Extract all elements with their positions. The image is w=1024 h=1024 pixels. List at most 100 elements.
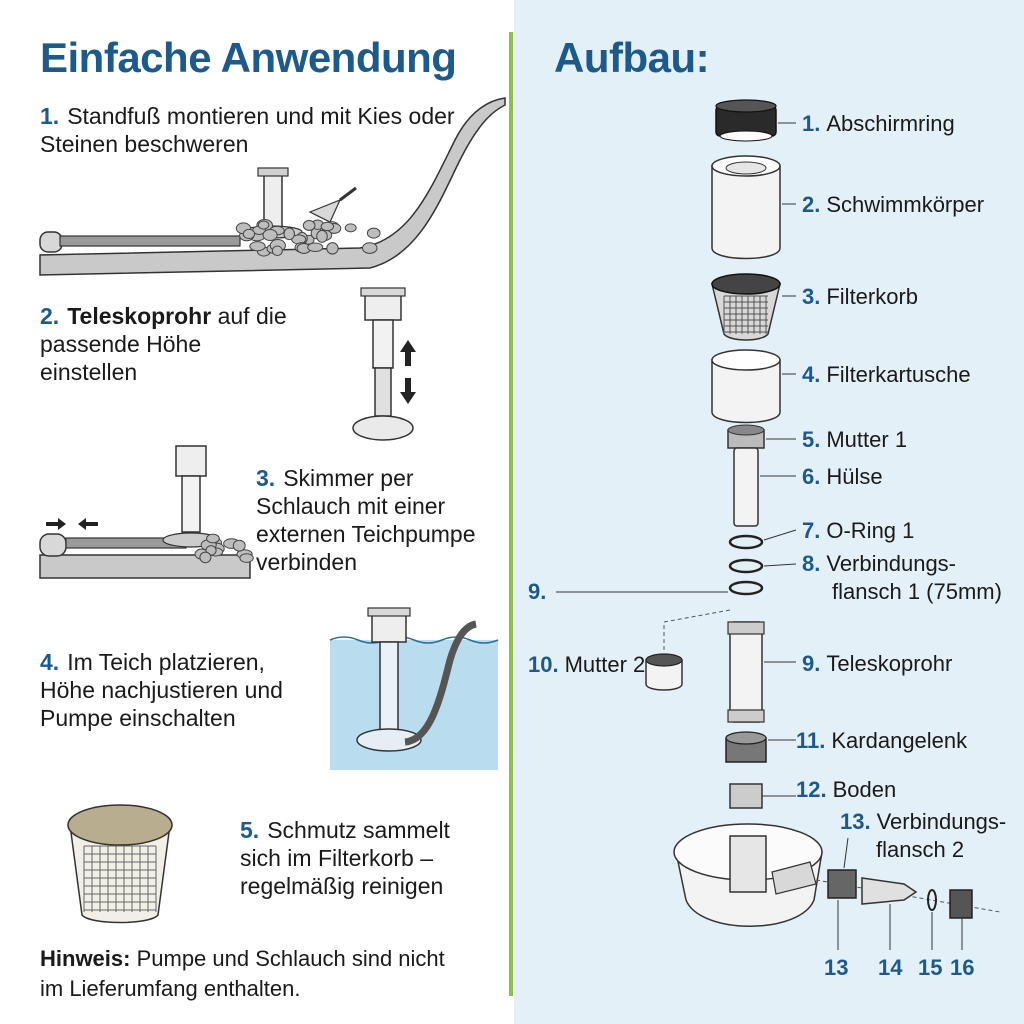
part-4-name: Filterkartusche — [826, 362, 971, 387]
part-7-number: 7. — [802, 518, 821, 543]
part-1-number: 1. — [802, 111, 821, 136]
part-4-number: 4. — [802, 362, 821, 387]
note-label: Hinweis: — [40, 946, 131, 971]
step-5: 5.Schmutz sammelt sich im Filterkorb – r… — [240, 816, 480, 900]
part-2-number: 2. — [802, 192, 821, 217]
part-13-name: Verbindungs- — [876, 809, 1007, 834]
part-8-number: 8. — [802, 551, 821, 576]
part-5-number: 5. — [802, 427, 821, 452]
step-2-number: 2. — [40, 303, 60, 329]
boden-part — [673, 783, 823, 927]
part-label-1: 1.Abschirmring — [802, 110, 955, 137]
part-15 — [927, 889, 937, 911]
part-13-number: 13. — [840, 809, 871, 834]
part-10-number: 10. — [528, 652, 559, 677]
stone — [362, 242, 378, 254]
part-2-name: Schwimmkörper — [826, 192, 985, 217]
flange-2-parts — [815, 837, 1001, 950]
huelse-part — [733, 447, 759, 527]
step-2: 2. Teleskoprohr auf die passende Höhe ein… — [40, 302, 290, 386]
gravel-stones — [235, 218, 381, 257]
stone — [366, 227, 381, 239]
step-3: 3.Skimmer per Schlauch mit einer externe… — [256, 464, 506, 576]
part-13 — [827, 869, 857, 899]
usage-title: Einfache Anwendung — [40, 34, 457, 81]
stone — [199, 551, 212, 564]
kardangelenk-part — [725, 731, 767, 763]
verbindungsflansch-1-part — [728, 558, 764, 574]
part-7-name: O-Ring 1 — [826, 518, 915, 543]
part-label-4: 4.Filterkartusche — [802, 361, 971, 388]
bottom-number-16: 16 — [950, 955, 975, 980]
part-12-number: 12. — [796, 777, 827, 802]
part-label-7: 7.O-Ring 1 — [802, 517, 914, 544]
part-label-2: 2.Schwimmkörper — [802, 191, 984, 218]
part-9-number: 9. — [802, 651, 821, 676]
o-ring-1-part — [728, 534, 764, 550]
part-label-3: 3.Filterkorb — [802, 283, 918, 310]
telescope-illustration — [352, 287, 416, 441]
stone — [206, 533, 220, 544]
step-5-text: Schmutz sammelt sich im Filterkorb – reg… — [240, 817, 450, 899]
part-label-5: 5.Mutter 1 — [802, 426, 907, 453]
part-9-name: Teleskoprohr — [826, 651, 953, 676]
part-11-name: Kardangelenk — [831, 728, 968, 753]
stone — [326, 242, 339, 255]
step-3-text: Skimmer per Schlauch mit einer externen … — [256, 465, 476, 575]
part-6-name: Hülse — [826, 464, 883, 489]
note-text: Pumpe und Schlauch sind nicht im Lieferu… — [40, 946, 445, 1001]
part-label-8-line2: flansch 1 (75mm) — [832, 579, 1002, 604]
stone — [302, 219, 316, 231]
filterkartusche-part — [711, 349, 781, 424]
part-16 — [949, 889, 973, 919]
part-14 — [861, 877, 918, 905]
assembly-title: Aufbau: — [554, 34, 710, 81]
bottom-number-15: 15 — [918, 955, 943, 980]
part-11-number: 11. — [796, 728, 826, 753]
part-label-9a: 9. — [528, 578, 552, 605]
part-label-13-line2: flansch 2 — [876, 837, 965, 862]
pond-illustration — [329, 607, 499, 770]
part-label-13: 13.Verbindungs- — [840, 808, 1006, 835]
step-2-text: auf die passende Höhe einstellen — [40, 303, 287, 385]
stone — [249, 241, 266, 252]
abschirmring-part — [715, 99, 777, 142]
gravel-stones — [194, 533, 254, 564]
step-5-number: 5. — [240, 817, 260, 843]
mutter-2-part — [645, 609, 731, 691]
mutter-1-part — [727, 424, 765, 449]
stone — [271, 245, 283, 256]
part-9a-number: 9. — [528, 579, 547, 604]
filterkorb-part — [711, 273, 781, 341]
stone — [316, 229, 328, 243]
part-label-9: 9.Teleskoprohr — [802, 650, 952, 677]
panel-divider — [509, 32, 513, 996]
part-label-10: 10.Mutter 2 — [528, 651, 645, 678]
stone — [283, 227, 295, 241]
step-1-text: Standfuß montieren und mit Kies oder Ste… — [40, 103, 455, 157]
step-4-number: 4. — [40, 649, 60, 675]
stone — [242, 228, 256, 240]
step-1-number: 1. — [40, 103, 60, 129]
stone — [232, 539, 246, 552]
part-3-name: Filterkorb — [826, 284, 919, 309]
part-6-number: 6. — [802, 464, 821, 489]
step-4-text: Im Teich platzieren, Höhe nachjustieren … — [40, 649, 283, 731]
step-2-bold: Teleskoprohr — [67, 303, 212, 329]
bottom-number-13: 13 — [824, 955, 849, 980]
leader-lines — [760, 122, 797, 741]
o-ring-2-part — [728, 580, 764, 596]
part-8-name: Verbindungs- — [826, 551, 957, 576]
note: Hinweis: Pumpe und Schlauch sind nicht i… — [40, 944, 460, 1004]
dirty-filter-basket-illustration — [67, 804, 173, 924]
usage-illustrations — [39, 97, 506, 924]
part-10-name: Mutter 2 — [564, 652, 646, 677]
stone — [262, 229, 278, 241]
step-3-number: 3. — [256, 465, 276, 491]
teleskoprohr-part — [727, 621, 765, 723]
stone — [307, 242, 324, 253]
part-1-name: Abschirmring — [826, 111, 955, 136]
part-label-12: 12.Boden — [796, 776, 896, 803]
part-label-8: 8.Verbindungs- — [802, 550, 956, 577]
